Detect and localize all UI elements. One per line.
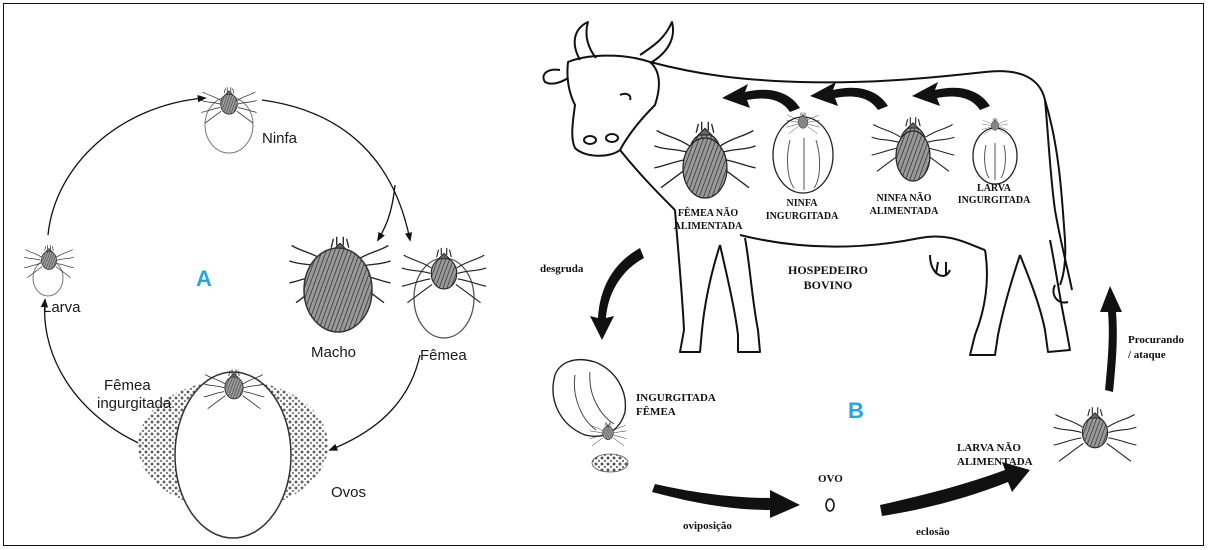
label-larva-ing-line1: LARVA (977, 183, 1012, 194)
label-ninfa-nao-line1: NINFA NÃO (876, 192, 931, 204)
tick-femea-nao-alimentada (654, 122, 755, 198)
label-femea-ingurgitada-line2: ingurgitada (97, 395, 172, 412)
label-desgruda: desgruda (540, 263, 584, 275)
macho-tick-illustration (289, 237, 390, 332)
panel-a: Ninfa Larva Macho Fêmea Fêmea ingurgitad… (24, 87, 486, 538)
arrow-ninfa-to-femea (722, 84, 800, 112)
host-progression-arrows (722, 82, 990, 112)
label-host-line2: BOVINO (804, 278, 853, 292)
label-femea-nao-line2: ALIMENTADA (674, 221, 743, 232)
cycle-arrow-femea-to-ovos (330, 355, 420, 450)
label-procurando-line2: / ataque (1127, 349, 1166, 361)
arrow-ninfa-nao-to-ninfa (810, 82, 888, 110)
label-eclosao: eclosão (916, 526, 950, 538)
label-ovos: Ovos (331, 484, 366, 501)
tick-larva-ingurgitada (973, 118, 1017, 184)
panel-letter-b: B (848, 398, 864, 423)
label-ninfa: Ninfa (262, 130, 298, 147)
label-ninfa-nao-line2: ALIMENTADA (870, 206, 939, 217)
ovo-egg-illustration (826, 499, 834, 511)
larva-tick-illustration (24, 245, 74, 296)
tick-ninfa-nao-alimentada (872, 117, 955, 181)
label-larva: Larva (43, 299, 81, 316)
panel-letter-a: A (196, 266, 212, 291)
label-oviposicao: oviposição (683, 520, 732, 532)
off-host-arrows (590, 248, 1122, 518)
label-ingurgitada-line2: FÊMEA (636, 406, 676, 418)
label-larva-ing-line2: INGURGITADA (958, 195, 1031, 206)
arrow-desgruda (590, 248, 644, 340)
larva-nao-alimentada-illustration (1054, 407, 1137, 461)
label-procurando-line1: Procurando (1128, 334, 1185, 346)
cycle-arrow-larva-to-ninfa (48, 98, 205, 235)
label-larva-nao-line2: ALIMENTADA (957, 456, 1033, 468)
ninfa-tick-illustration (201, 87, 256, 153)
arrow-larva-to-ninfa-nao (912, 82, 990, 110)
label-larva-nao-line1: LARVA NÃO (957, 442, 1021, 454)
ingurgitada-femea-illustration (553, 360, 628, 472)
label-ingurgitada-line1: INGURGITADA (636, 392, 716, 404)
label-ovo: OVO (818, 473, 843, 485)
label-femea-ingurgitada-line1: Fêmea (104, 377, 151, 394)
cycle-arrow-ninfa-to-macho (378, 185, 395, 240)
label-ninfa-ing-line2: INGURGITADA (766, 211, 839, 222)
label-femea-nao-line1: FÊMEA NÃO (678, 207, 739, 219)
label-macho: Macho (311, 344, 356, 361)
label-host-line1: HOSPEDEIRO (788, 263, 868, 277)
arrow-procurando (1100, 286, 1122, 392)
tick-ninfa-ingurgitada (773, 112, 833, 193)
arrow-oviposicao (652, 484, 800, 518)
label-ninfa-ing-line1: NINFA (787, 198, 819, 209)
cycle-arrow-ovos-to-larva (45, 300, 150, 448)
label-femea: Fêmea (420, 347, 467, 364)
arrow-eclosao (880, 462, 1030, 516)
femea-tick-illustration (402, 248, 486, 338)
panel-b: FÊMEA NÃO ALIMENTADA NINFA INGURGITADA N… (540, 22, 1185, 538)
